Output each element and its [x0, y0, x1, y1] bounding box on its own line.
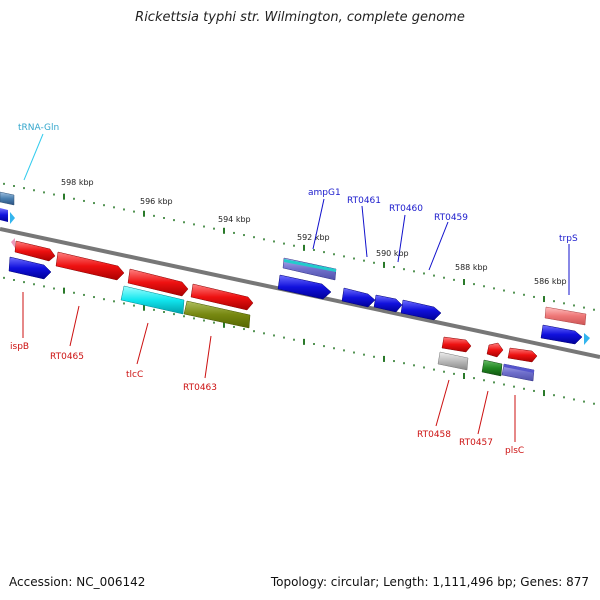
label-rt0461: RT0461 — [347, 196, 381, 206]
gene-rt0465[interactable] — [55, 251, 125, 281]
gene-left-blue[interactable] — [0, 208, 8, 222]
accession-text: Accession: NC_006142 — [9, 575, 146, 589]
gene-features — [0, 191, 590, 382]
callout-lines — [22, 133, 570, 442]
upper-tick-row — [3, 182, 595, 311]
scale-label-596: 596 kbp — [140, 197, 173, 206]
genome-stats-text: Topology: circular; Length: 1,111,496 bp… — [270, 575, 589, 589]
scale-label-588: 588 kbp — [455, 263, 488, 272]
gene-red-right[interactable] — [507, 347, 538, 363]
gene-ispb[interactable] — [14, 240, 56, 262]
gene-trna-gln[interactable] — [0, 191, 15, 206]
gene-ampg1-stripe — [284, 259, 336, 272]
gene-rt0465-blue[interactable] — [8, 256, 52, 280]
gene-rt0457[interactable] — [481, 359, 503, 377]
lower-tick-row — [3, 276, 595, 405]
scale-label-598: 598 kbp — [61, 178, 94, 187]
scale-label-586: 586 kbp — [534, 277, 567, 286]
scale-label-592: 592 kbp — [297, 233, 330, 242]
gene-rt0458-red[interactable] — [441, 336, 472, 353]
label-rt0465: RT0465 — [50, 352, 84, 362]
label-trna-gln: tRNA-Gln — [18, 123, 59, 133]
label-tlcc: tlcC — [126, 370, 143, 380]
gene-right-cyan-arrow[interactable] — [584, 333, 590, 345]
gene-rt0459[interactable] — [400, 299, 442, 321]
label-rt0457: RT0457 — [459, 438, 493, 448]
label-trps: trpS — [559, 234, 578, 244]
gene-rt0461[interactable] — [277, 274, 332, 300]
gene-tlcc[interactable] — [120, 285, 185, 315]
scale-label-594: 594 kbp — [218, 215, 251, 224]
label-ampg1: ampG1 — [308, 188, 341, 198]
label-plsc: plsC — [505, 446, 524, 456]
map-title: Rickettsia typhi str. Wilmington, comple… — [135, 10, 465, 25]
gene-rt0463[interactable] — [183, 300, 251, 329]
gene-trps-pink[interactable] — [544, 306, 587, 326]
gene-left-pink-arrow[interactable] — [11, 238, 15, 248]
gene-red-small[interactable] — [486, 342, 504, 358]
gene-red-4[interactable] — [190, 283, 254, 311]
gene-rt0460[interactable] — [341, 287, 376, 308]
scale-label-590: 590 kbp — [376, 249, 409, 258]
gene-rt0460b[interactable] — [373, 294, 403, 313]
gene-plsc-stripe — [504, 364, 534, 373]
label-rt0458: RT0458 — [417, 430, 451, 440]
label-rt0460: RT0460 — [389, 204, 423, 214]
gene-red-3[interactable] — [127, 268, 189, 297]
gene-trps[interactable] — [540, 324, 583, 345]
label-ispb: ispB — [10, 342, 29, 352]
gene-rt0458[interactable] — [437, 351, 469, 371]
label-rt0463: RT0463 — [183, 383, 217, 393]
gene-left-cyan-arrow[interactable] — [10, 212, 15, 224]
label-rt0459: RT0459 — [434, 213, 468, 223]
